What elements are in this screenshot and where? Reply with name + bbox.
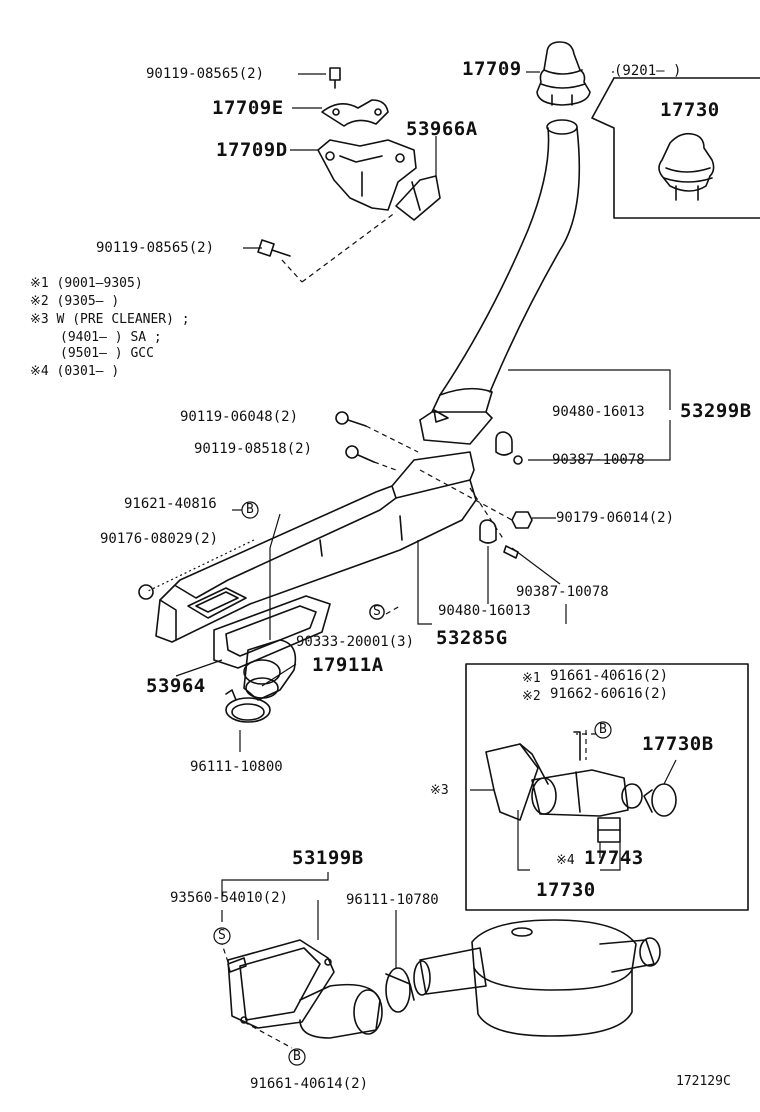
grommet-53299B — [495, 431, 523, 465]
grommet-53285G — [479, 519, 519, 559]
label-90119-08518: 90119-08518(2) — [194, 441, 313, 457]
snorkel-head-17730-inset — [658, 132, 715, 201]
label-90119-08565-a: 90119-08565(2) — [146, 66, 265, 82]
nut-06014 — [511, 511, 533, 529]
leader-lines — [145, 71, 677, 968]
label-90119-06048: 90119-06048(2) — [180, 409, 299, 425]
label-91661-40614: 91661-40614(2) — [250, 1076, 369, 1092]
label-53966A: 53966A — [406, 118, 478, 140]
bolt-08518 — [345, 445, 375, 463]
label-91621-40816: 91621-40816 — [124, 496, 217, 512]
label-90179-06014: 90179-06014(2) — [556, 510, 675, 526]
star-3: ※3 — [430, 783, 449, 798]
clamp-17709E — [321, 99, 389, 127]
marker-s-letter: S — [218, 928, 226, 943]
marker-s-2-letter: S — [373, 604, 381, 619]
cap-17730B — [643, 783, 677, 817]
label-91661-40616: 91661-40616(2) — [550, 668, 669, 684]
intake-duct — [155, 451, 477, 643]
label-17709E: 17709E — [212, 97, 284, 119]
label-17709: 17709 — [462, 58, 522, 80]
star-2: ※2 — [522, 689, 541, 704]
label-53299B: 53299B — [680, 400, 752, 422]
label-17730: 17730 — [536, 879, 596, 901]
label-96111-10800: 96111-10800 — [190, 759, 283, 775]
label-91662-60616: 91662-60616(2) — [550, 686, 669, 702]
marker-b-3-letter: B — [293, 1049, 301, 1064]
label-53964: 53964 — [146, 675, 206, 697]
label-17911A: 17911A — [312, 654, 384, 676]
air-cleaner-housing — [413, 919, 661, 1037]
hose-clamp-10780 — [385, 967, 415, 1013]
marker-s-2 — [369, 604, 385, 620]
note-3: ※3 W (PRE CLEANER) ; — [30, 312, 190, 327]
note-3a: (9401– ) SA ; — [60, 330, 162, 345]
note-1: ※1 (9001–9305) — [30, 276, 143, 291]
marker-b-2-letter: B — [599, 722, 607, 737]
label-93560-54010: 93560-54010(2) — [170, 890, 289, 906]
label-90387-10078-b: 90387-10078 — [516, 584, 609, 600]
label-17743: 17743 — [584, 847, 644, 869]
star-1: ※1 — [522, 671, 541, 686]
bolt-93560 — [227, 957, 247, 973]
elbow-53199B — [227, 939, 383, 1039]
snorkel-tube — [419, 119, 581, 445]
label-90480-16013-a: 90480-16013 — [552, 404, 645, 420]
marker-s — [213, 927, 231, 945]
star-4: ※4 — [556, 853, 575, 868]
label-inset-range: (9201– ) — [614, 63, 682, 79]
label-17730B: 17730B — [642, 733, 714, 755]
marker-b-3 — [288, 1048, 306, 1066]
precleaner-frame — [465, 663, 749, 911]
inset-frame — [591, 77, 760, 219]
bolt-06048 — [335, 411, 367, 427]
label-90333-20001: 90333-20001(3) — [296, 634, 415, 650]
hose-clamp-10800 — [225, 689, 271, 723]
precleaner-17730 — [485, 731, 643, 843]
dashed-lines — [221, 211, 596, 1049]
label-90387-10078-a: 90387-10078 — [552, 452, 645, 468]
flange-53964 — [213, 595, 331, 669]
figure-id: 172129C — [676, 1074, 731, 1089]
label-90119-08565-b: 90119-08565(2) — [96, 240, 215, 256]
marker-b-2 — [594, 721, 612, 739]
marker-b-1-letter: B — [246, 502, 254, 517]
label-53199B: 53199B — [292, 847, 364, 869]
note-3b: (9501– ) GCC — [60, 346, 154, 361]
label-53285G: 53285G — [436, 627, 508, 649]
label-17709D: 17709D — [216, 139, 288, 161]
label-90176-08029: 90176-08029(2) — [100, 531, 219, 547]
label-90480-16013-b: 90480-16013 — [438, 603, 531, 619]
bolt-mid — [257, 239, 291, 257]
note-4: ※4 (0301– ) — [30, 364, 120, 379]
marker-b-1 — [241, 501, 259, 519]
bracket-17709D — [317, 139, 417, 211]
note-2: ※2 (9305– ) — [30, 294, 120, 309]
bracket-53966A — [395, 175, 441, 221]
label-17730-inset: 17730 — [660, 99, 720, 121]
elbow-17911A — [243, 639, 297, 701]
bolt-upper — [329, 67, 341, 89]
washer-90176 — [138, 584, 154, 600]
snorkel-head-17709 — [536, 41, 591, 106]
label-96111-10780: 96111-10780 — [346, 892, 439, 908]
